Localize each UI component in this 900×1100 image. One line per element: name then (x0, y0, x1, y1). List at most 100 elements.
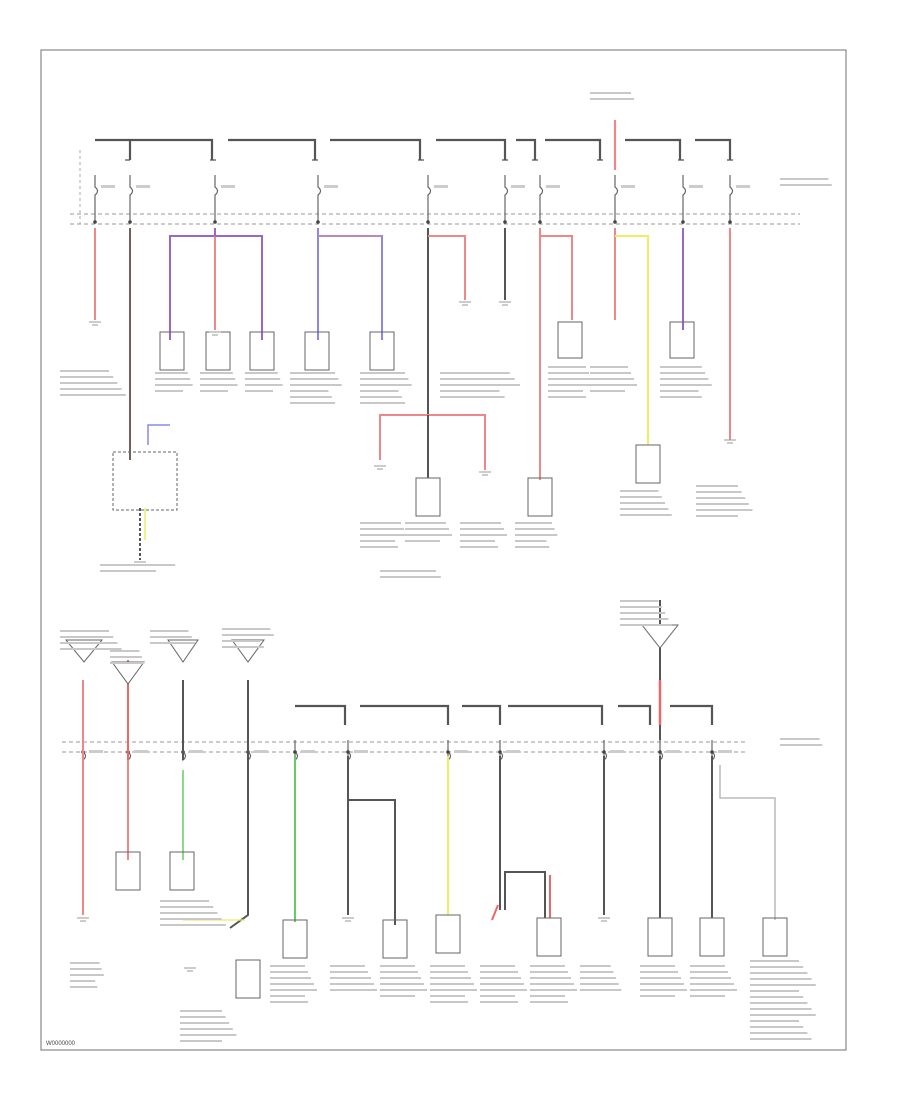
fuse-symbol (128, 175, 150, 224)
diagram-id-code: W0000000 (46, 1041, 76, 1047)
bottom-fuses (81, 740, 732, 762)
illegible-label (480, 965, 527, 1003)
component-box (536, 917, 562, 957)
illegible-label (590, 366, 637, 392)
illegible-label (750, 960, 816, 1040)
illegible-label (110, 650, 145, 664)
illegible-label (380, 965, 427, 997)
illegible-label (696, 485, 753, 517)
top-bus-wire (95, 138, 732, 160)
fuse-symbol (681, 175, 703, 224)
component-box (382, 919, 408, 959)
component-box (249, 331, 275, 371)
illegible-label (70, 962, 104, 988)
illegible-label (330, 965, 377, 991)
component-box (669, 321, 695, 359)
fuse-symbol (710, 740, 732, 762)
fuse-symbol (81, 740, 103, 762)
ground-icon (499, 301, 511, 306)
ground-icon (459, 301, 471, 306)
feed-triangle (167, 639, 199, 663)
fuse-panel-top (70, 120, 800, 225)
illegible-label (780, 178, 832, 186)
feed-triangle (231, 639, 265, 663)
component-box (282, 919, 308, 959)
component-box (115, 851, 141, 891)
fuse-symbol (126, 740, 148, 762)
illegible-label (440, 372, 520, 398)
illegible-label (590, 92, 634, 100)
fuse-symbol (503, 175, 525, 224)
bottom-components (115, 851, 788, 999)
illegible-label (580, 965, 622, 991)
fuse-symbol (498, 740, 520, 762)
illegible-label (180, 1010, 237, 1042)
label-blocks (60, 92, 832, 1042)
component-box (415, 477, 441, 517)
illegible-label (460, 522, 507, 548)
illegible-label (60, 630, 122, 650)
illegible-label (660, 366, 712, 398)
ground-icon (342, 917, 354, 922)
illegible-label (620, 490, 672, 516)
top-components (112, 321, 695, 517)
fuse-symbol (246, 740, 268, 762)
illegible-label (430, 965, 477, 1003)
fuse-symbol (293, 740, 315, 762)
top-branch-wires (94, 228, 731, 560)
illegible-label (160, 900, 226, 926)
component-box (159, 331, 185, 371)
fuse-symbol (658, 740, 680, 762)
fuse-symbol (602, 740, 624, 762)
feed-triangle (64, 639, 104, 663)
component-box (304, 331, 330, 371)
illegible-label (360, 372, 412, 404)
component-box (205, 331, 231, 371)
component-box (435, 914, 461, 954)
illegible-label (640, 965, 687, 997)
illegible-label (270, 965, 317, 1003)
illegible-label (100, 564, 176, 572)
ground-icon (89, 321, 101, 326)
component-box (647, 917, 673, 957)
fuse-symbol (538, 175, 560, 224)
top-fuses (93, 175, 750, 224)
fuse-symbol (346, 740, 368, 762)
illegible-label (200, 372, 238, 392)
feed-triangle (640, 624, 680, 649)
component-box (235, 959, 261, 999)
component-box (557, 321, 583, 359)
bottom-branch-wires (82, 660, 776, 929)
component-box (762, 917, 788, 957)
ground-icon (374, 465, 386, 470)
component-box (527, 477, 553, 517)
illegible-label (780, 738, 823, 746)
illegible-label (155, 372, 193, 392)
illegible-label (530, 965, 577, 1003)
illegible-label (150, 630, 196, 644)
ground-icon (209, 331, 221, 336)
illegible-label (690, 965, 737, 997)
illegible-label (60, 370, 126, 396)
ground-icon (479, 471, 491, 476)
fuse-symbol (213, 175, 235, 224)
fuse-symbol (93, 175, 115, 224)
illegible-label (245, 372, 283, 392)
feed-triangle (111, 661, 145, 685)
fuse-symbol (613, 175, 635, 224)
fuse-symbol (446, 740, 468, 762)
fuse-symbol (728, 175, 750, 224)
illegible-label (222, 628, 274, 648)
illegible-label (380, 570, 441, 578)
component-box (169, 851, 195, 891)
ground-icon (598, 917, 610, 922)
component-box (635, 444, 661, 484)
illegible-label (360, 522, 407, 548)
ground-icon (77, 917, 89, 922)
diagram-frame (40, 49, 847, 1051)
ground-icon (724, 439, 736, 444)
illegible-label (515, 522, 558, 548)
illegible-label (620, 600, 672, 626)
component-box (369, 331, 395, 371)
